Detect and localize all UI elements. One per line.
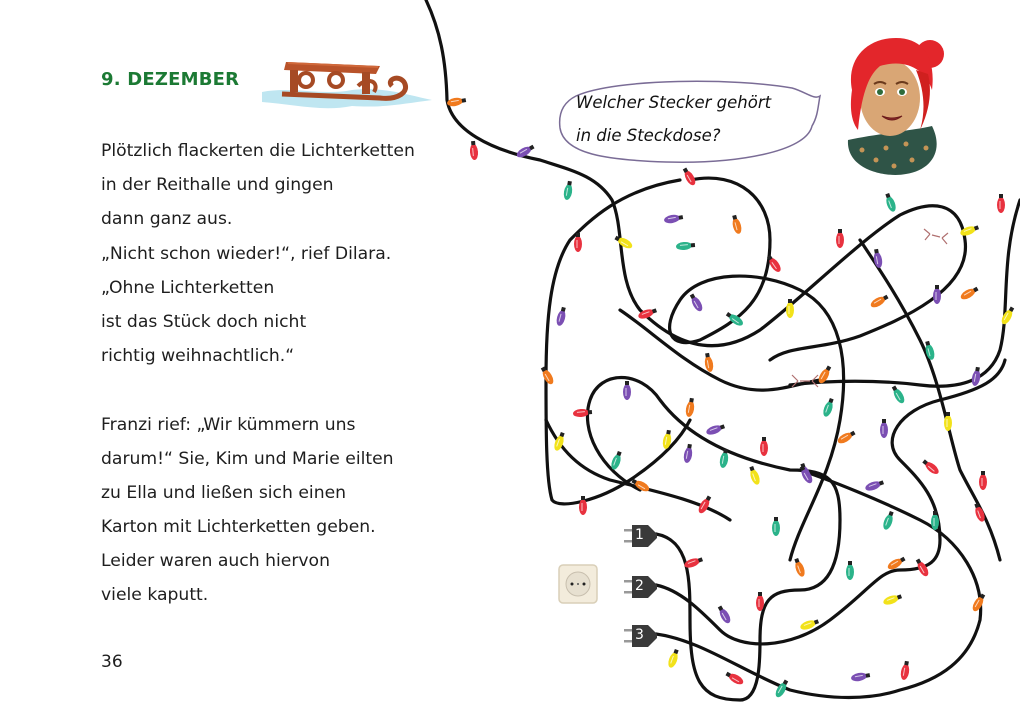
speech-line-1: Welcher Stecker gehört xyxy=(576,93,772,112)
story-line: viele kaputt. xyxy=(101,585,209,606)
plug-2[interactable]: 2 xyxy=(624,575,658,599)
plug-number: 2 xyxy=(635,578,644,594)
story-line: ist das Stück doch nicht xyxy=(101,311,307,332)
story-line: Plötzlich flackerten die Lichterketten xyxy=(101,141,415,161)
story-line: darum!“ Sie, Kim und Marie eilten xyxy=(101,448,394,469)
speech-bubble xyxy=(558,80,822,163)
plug-1[interactable]: 1 xyxy=(624,524,658,548)
story-line: Karton mit Lichterketten geben. xyxy=(101,517,376,538)
plug-icon xyxy=(624,576,657,598)
story-line: in der Reithalle und gingen xyxy=(101,175,334,196)
chapter-heading: 9. DEZEMBER xyxy=(101,69,240,90)
page-number: 36 xyxy=(101,652,123,672)
story-line: dann ganz aus. xyxy=(101,209,233,230)
plug-number: 3 xyxy=(635,627,644,643)
sled-icon xyxy=(262,62,432,109)
story-text: Plötzlich flackerten die Lichterketten i… xyxy=(101,137,461,616)
girl-portrait xyxy=(847,38,944,175)
story-line: Franzi rief: „Wir kümmern uns xyxy=(101,414,356,435)
story-line: „Ohne Lichterketten xyxy=(101,277,275,298)
story-line: Leider waren auch hiervon xyxy=(101,551,330,572)
plug-icon xyxy=(624,525,657,547)
plug-icon xyxy=(624,625,657,647)
plug-number: 1 xyxy=(635,527,644,543)
speech-line-2: in die Steckdose? xyxy=(576,126,721,145)
power-socket-icon xyxy=(558,564,598,604)
speech-bubble-text: Welcher Stecker gehört in die Steckdose? xyxy=(576,86,816,152)
story-line: zu Ella und ließen sich einen xyxy=(101,482,347,503)
plug-3[interactable]: 3 xyxy=(624,624,658,648)
story-line: richtig weihnachtlich.“ xyxy=(101,346,295,367)
story-line: „Nicht schon wieder!“, rief Dilara. xyxy=(101,243,392,264)
